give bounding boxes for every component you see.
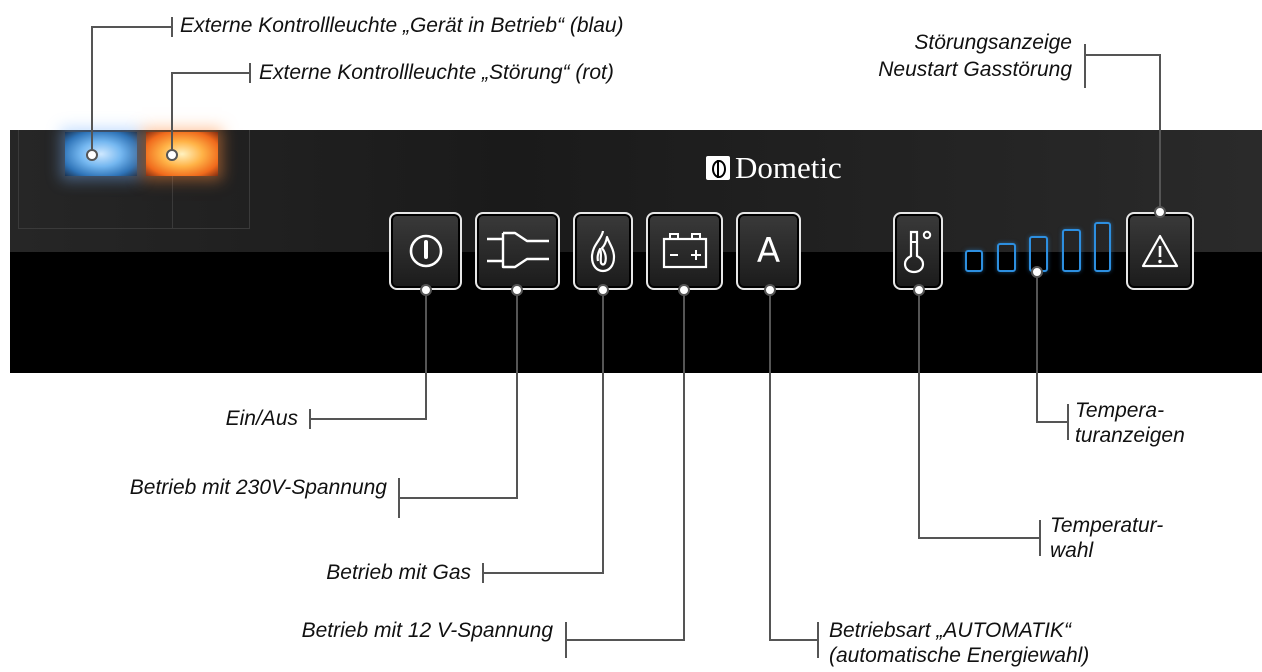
label-battery-12v: Betrieb mit 12 V-Spannung: [301, 619, 553, 642]
flame-icon: [590, 230, 616, 273]
label-external-lamp-red: Externe Kontrollleuchte „Störung“ (rot): [259, 61, 614, 84]
power-icon: [409, 234, 442, 268]
label-fault-line2: Neustart Gasstörung: [878, 58, 1072, 81]
label-temperature-select-line2: wahl: [1050, 539, 1094, 562]
control-panel: [10, 130, 1262, 373]
plug-icon: [486, 231, 549, 269]
mains-230v-button[interactable]: [475, 212, 560, 290]
temperature-select-button[interactable]: [893, 212, 943, 290]
label-mains-230v: Betrieb mit 230V-Spannung: [129, 476, 387, 499]
gas-button[interactable]: [573, 212, 633, 290]
indicator-lamp-blue: [65, 132, 137, 176]
indicator-lamp-housing: [18, 130, 250, 229]
temperature-bar-4: [1062, 229, 1081, 272]
thermometer-icon: [903, 230, 932, 274]
label-fault-line1: Störungsanzeige: [914, 31, 1072, 54]
label-temperature-display-line1: Tempera-: [1075, 399, 1165, 422]
auto-mode-glyph: A: [756, 231, 781, 271]
battery-12v-button[interactable]: [646, 212, 723, 290]
label-temperature-select-line1: Temperatur-: [1050, 514, 1164, 537]
label-auto-line2: (automatische Energiewahl): [829, 644, 1090, 667]
label-gas: Betrieb mit Gas: [326, 561, 471, 584]
lamp-divider: [172, 130, 173, 228]
label-power: Ein/Aus: [225, 407, 298, 430]
label-external-lamp-blue: Externe Kontrollleuchte „Gerät in Betrie…: [180, 14, 624, 37]
label-temperature-display-line2: turanzeigen: [1075, 424, 1185, 447]
warning-icon: [1141, 234, 1179, 268]
panel-gloss: [10, 130, 1262, 252]
brand-logo: Dometic: [706, 148, 842, 188]
dometic-logo-mark-icon: [706, 156, 730, 180]
label-auto-line1: Betriebsart „AUTOMATIK“: [829, 619, 1071, 642]
temperature-bar-2: [997, 243, 1016, 272]
brand-name: Dometic: [735, 150, 842, 185]
battery-icon: [662, 233, 707, 269]
fault-restart-button[interactable]: [1126, 212, 1194, 290]
indicator-lamp-red: [146, 132, 218, 176]
temperature-bar-5: [1094, 222, 1111, 272]
auto-mode-button[interactable]: A: [736, 212, 801, 290]
temperature-bar-1: [965, 250, 983, 272]
